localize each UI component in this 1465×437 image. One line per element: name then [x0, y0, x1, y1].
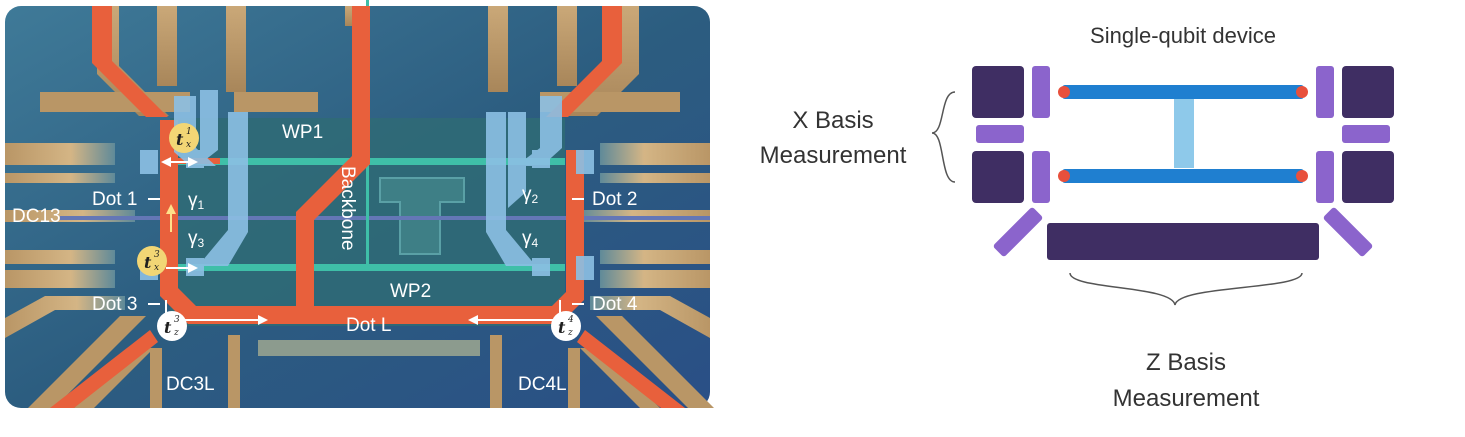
bottom-teal-wire: [170, 264, 565, 271]
schematic-panel: Single-qubit device: [760, 23, 1394, 412]
svg-text:z: z: [567, 328, 573, 338]
bottom-leads: [28, 316, 714, 408]
device-panel: t 1 x t 3 x t 3 z t 4 z WP1 WP2 Dot L Do…: [5, 0, 714, 408]
z-basis-label-line1: Z Basis: [1146, 349, 1226, 376]
label-gamma-2: γ2: [522, 184, 539, 206]
label-leaders: [148, 198, 584, 305]
svg-text:x: x: [154, 263, 159, 273]
x-basis-label-line1: X Basis: [792, 107, 873, 134]
label-dc13: DC13: [12, 206, 61, 227]
dc13-line: [60, 216, 710, 220]
top-electrode-left: [40, 92, 190, 112]
label-gamma-3: γ3: [188, 228, 205, 250]
label-backbone: Backbone: [337, 166, 358, 251]
svg-text:z: z: [173, 328, 179, 338]
label-wp1: WP1: [282, 122, 323, 143]
right-leads: [580, 143, 710, 338]
orange-wires: [50, 6, 685, 408]
coupling-t1x: t 1 x: [169, 123, 199, 153]
label-dot-1: Dot 1: [92, 189, 137, 210]
label-dot-4: Dot 4: [592, 294, 638, 315]
label-wp2: WP2: [390, 281, 431, 302]
schematic-top-wire: [1062, 85, 1304, 99]
label-dot-2: Dot 2: [592, 189, 637, 210]
label-dc4l: DC4L: [518, 374, 567, 395]
coupling-t3x: t 3 x: [137, 246, 167, 276]
schematic-purple-gates: [976, 66, 1390, 257]
svg-text:1: 1: [186, 127, 192, 137]
coupling-t3z: t 3 z: [157, 311, 187, 341]
x-basis-label-line2: Measurement: [760, 142, 907, 169]
schematic-bottom-wire: [1062, 169, 1304, 183]
label-dot-3: Dot 3: [92, 294, 137, 315]
schematic-dark-pads: [972, 66, 1394, 260]
wp1-gate: [234, 92, 318, 112]
svg-text:t: t: [144, 253, 152, 272]
label-gamma-1: γ1: [188, 190, 205, 212]
schematic-title: Single-qubit device: [1090, 23, 1276, 48]
schematic-light-blue-link: [1174, 98, 1194, 168]
svg-text:t: t: [558, 318, 566, 337]
svg-text:t: t: [176, 130, 184, 149]
z-basis-label-line2: Measurement: [1113, 385, 1260, 412]
svg-text:3: 3: [174, 315, 180, 325]
label-dot-l: Dot L: [346, 315, 391, 336]
label-gamma-4: γ4: [522, 228, 539, 250]
svg-text:x: x: [186, 140, 191, 150]
schematic-majorana-ends: [1058, 86, 1308, 182]
z-basis-brace: [1069, 272, 1303, 306]
svg-text:3: 3: [154, 250, 160, 260]
coupling-t4z: t 4 z: [551, 311, 581, 341]
x-basis-brace: [931, 91, 956, 183]
label-dc3l: DC3L: [166, 374, 215, 395]
svg-text:4: 4: [567, 315, 574, 325]
svg-text:t: t: [164, 318, 172, 337]
